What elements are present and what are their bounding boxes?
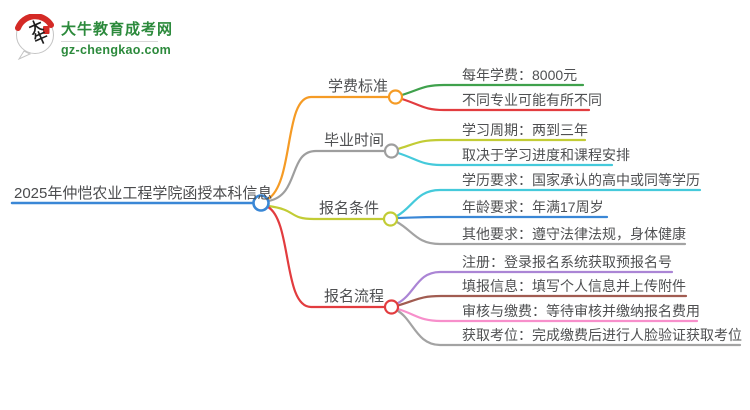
site-logo[interactable]: 大牛 大牛教育成考网 gz-chengkao.com bbox=[15, 14, 173, 60]
root-node-label: 2025年仲恺农业工程学院函授本科信息 bbox=[14, 185, 273, 202]
child-label-depends-progress: 取决于学习进度和课程安排 bbox=[462, 147, 630, 163]
child-line-get-seat bbox=[396, 309, 742, 347]
badge-red-hat bbox=[15, 14, 54, 31]
child-line-register bbox=[396, 270, 674, 305]
child-line-education-requirement bbox=[395, 188, 702, 218]
child-line-review-pay bbox=[396, 307, 699, 323]
speech-bubble-tail bbox=[17, 50, 32, 60]
branch-label-registration-requirements: 报名条件 bbox=[319, 200, 380, 217]
child-line-annual-fee bbox=[400, 83, 585, 97]
logo-divider bbox=[61, 41, 158, 42]
child-line-fee-varies bbox=[400, 97, 591, 112]
branch-process-node-circle bbox=[383, 299, 400, 315]
child-label-education-requirement: 学历要求：国家承认的高中或同等学历 bbox=[462, 172, 700, 188]
badge-seal-icon bbox=[43, 26, 50, 34]
child-label-annual-fee: 每年学费：8000元 bbox=[462, 67, 578, 83]
child-label-other-requirement: 其他要求：遵守法律法规，身体健康 bbox=[462, 226, 686, 242]
branch-label-graduation-time: 毕业时间 bbox=[324, 132, 385, 149]
child-label-fee-varies: 不同专业可能有所不同 bbox=[462, 92, 602, 108]
logo-domain: gz-chengkao.com bbox=[61, 43, 172, 57]
branch-requirements-node-circle bbox=[382, 211, 399, 227]
branch-tuition-connector bbox=[266, 95, 390, 201]
branch-label-registration-process: 报名流程 bbox=[324, 288, 385, 305]
child-label-register: 注册：登录报名系统获取预报名号 bbox=[462, 254, 672, 270]
branch-label-tuition-standard: 学费标准 bbox=[328, 78, 389, 95]
branch-graduation-node-circle bbox=[383, 143, 400, 159]
child-line-other-requirement bbox=[395, 220, 687, 246]
branch-process-connector bbox=[266, 205, 387, 309]
child-line-depends-progress bbox=[396, 151, 614, 167]
branch-tuition-node-circle bbox=[387, 89, 404, 105]
child-line-fill-info bbox=[396, 294, 688, 307]
child-label-study-period: 学习周期：两到三年 bbox=[462, 122, 588, 138]
child-label-review-pay: 审核与缴费：等待审核并缴纳报名费用 bbox=[462, 303, 700, 319]
child-line-age-requirement bbox=[395, 215, 609, 220]
child-label-age-requirement: 年龄要求：年满17周岁 bbox=[462, 199, 604, 215]
logo-title: 大牛教育成考网 bbox=[61, 21, 174, 38]
child-label-get-seat: 获取考位：完成缴费后进行人脸验证获取考位 bbox=[462, 327, 742, 343]
branch-requirements-connector bbox=[267, 204, 386, 221]
logo-badge-graphic bbox=[15, 14, 54, 60]
root-node-circle bbox=[252, 194, 270, 212]
logo-badge: 大牛 bbox=[15, 14, 55, 60]
logo-text-block: 大牛教育成考网 gz-chengkao.com bbox=[61, 14, 173, 57]
child-line-study-period bbox=[396, 138, 587, 151]
branch-graduation-connector bbox=[267, 149, 387, 203]
child-label-fill-info: 填报信息：填写个人信息并上传附件 bbox=[462, 278, 686, 294]
